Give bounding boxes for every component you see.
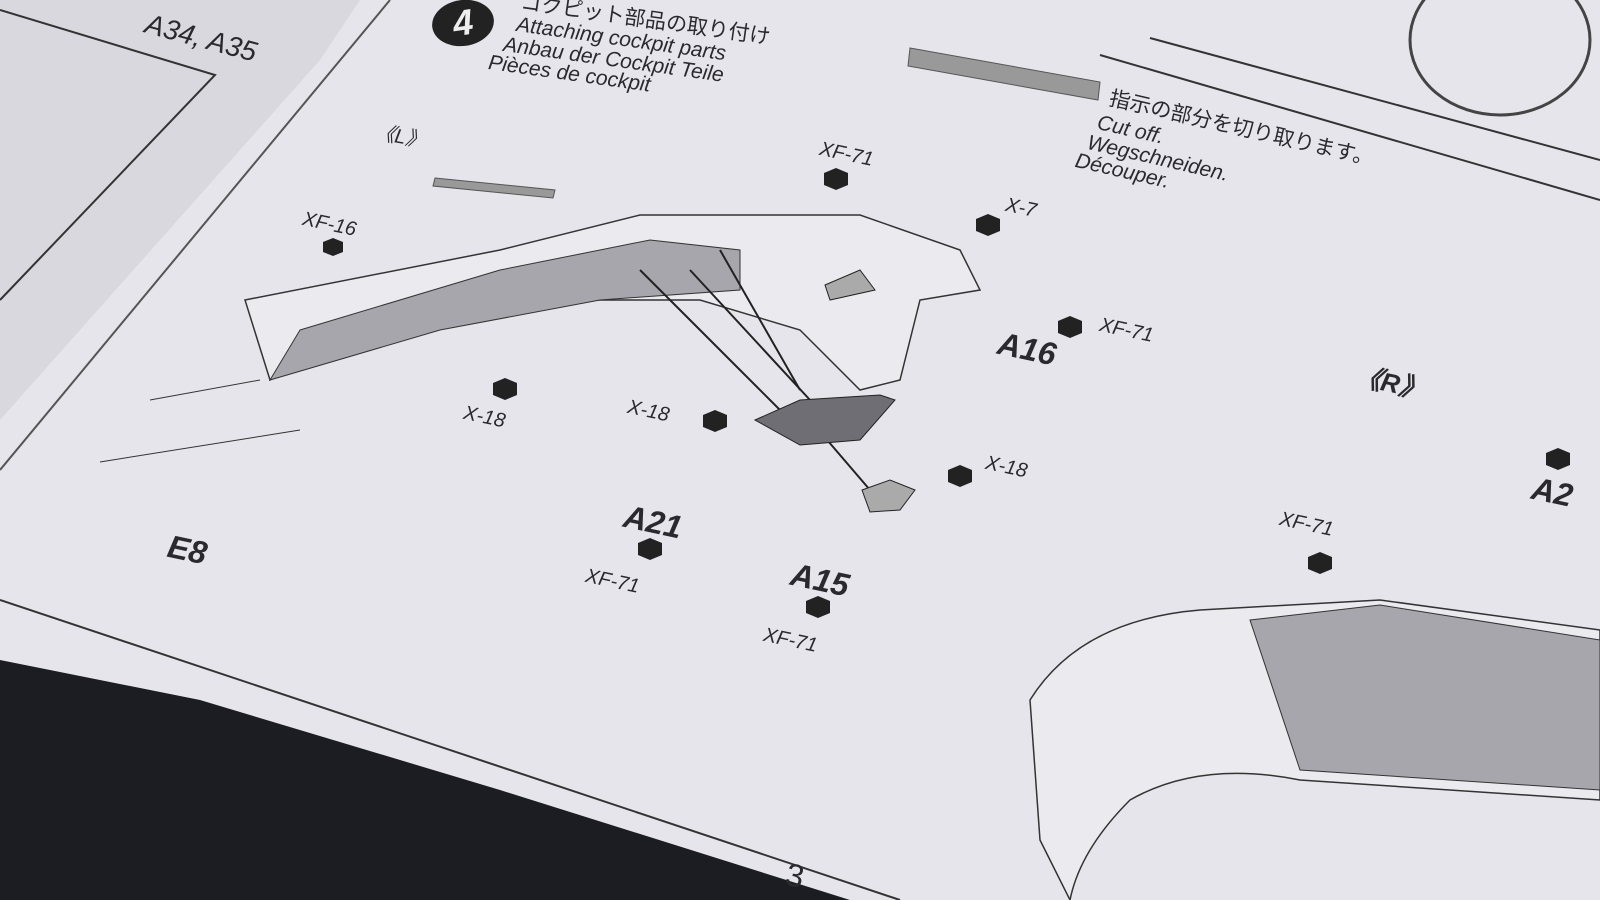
cockpit-panel-right [1249,604,1600,791]
part-a21 [753,394,896,446]
header-line [1099,54,1600,201]
leader-line [149,379,261,401]
prev-step-frame [0,9,217,301]
paint-hex-markers [323,168,1570,618]
header-line-2 [1149,37,1600,161]
left-page-shade [0,0,360,420]
assembly-arrow [689,269,811,401]
part-a16 [824,269,876,301]
cockpit-panel-left [268,239,741,381]
knife-icon-small [432,177,556,199]
assembly-arrow [719,249,801,391]
assembly-arrow [639,269,791,421]
page-border-bottom [0,599,901,900]
wheel-part-illustration [1408,0,1592,117]
leader-line [99,429,301,463]
part-label-e8: E8 [164,528,211,572]
page-fold [0,0,391,471]
knife-icon [907,47,1101,101]
part-a15 [861,479,916,513]
